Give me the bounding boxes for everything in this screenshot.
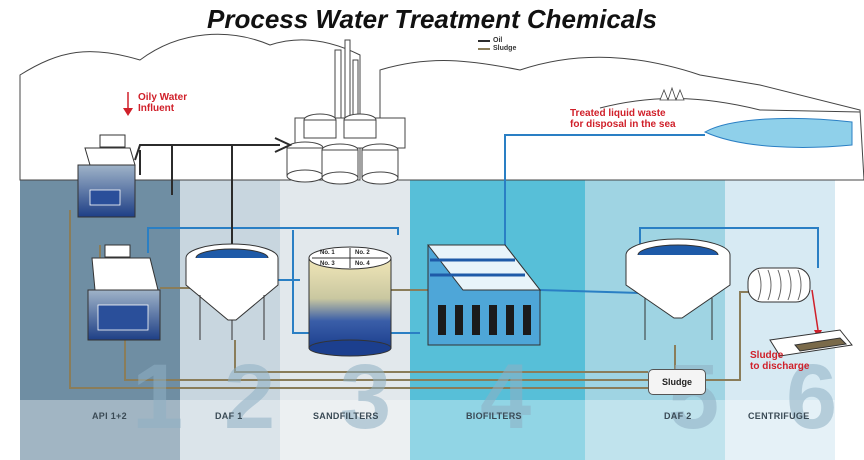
stage-number-4: 4 xyxy=(480,346,531,448)
stage-label-api: API 1+2 xyxy=(92,411,127,421)
sludge-box: Sludge xyxy=(648,369,706,395)
tank-label-4: No. 4 xyxy=(355,261,370,267)
refinery-icon xyxy=(286,39,406,185)
sandfilter-tank xyxy=(308,246,392,357)
api-separator-2 xyxy=(87,244,161,341)
page-title: Process Water Treatment Chemicals xyxy=(207,4,657,34)
influent-line-2: Influent xyxy=(138,103,175,114)
band-daf2 xyxy=(585,180,725,460)
sludge-discharge-line-1: Sludge xyxy=(750,350,784,361)
tank-label-2: No. 2 xyxy=(355,250,370,256)
stage-label-centrifuge: CENTRIFUGE xyxy=(748,411,810,421)
stage-number-2: 2 xyxy=(224,346,275,448)
oil-pipes xyxy=(134,137,293,245)
treated-label: Treated liquid waste for disposal in the… xyxy=(570,108,676,130)
biofilter-unit xyxy=(426,244,542,346)
stage-label-daf1: DAF 1 xyxy=(215,411,243,421)
legend-oil-label: Oil xyxy=(493,37,503,44)
tank-label-1: No. 1 xyxy=(320,250,335,256)
daf1-unit xyxy=(185,243,279,340)
stage-number-3: 3 xyxy=(340,346,391,448)
influent-line-1: Oily Water xyxy=(138,92,188,103)
centrifuge-unit xyxy=(747,267,822,338)
daf2-unit xyxy=(625,238,731,340)
api-separator-1 xyxy=(77,134,136,218)
sludge-discharge-label: Sludge to discharge xyxy=(750,350,809,372)
tank-label-3: No. 3 xyxy=(320,261,335,267)
legend-sludge-label: Sludge xyxy=(493,45,517,52)
sludge-container-icon xyxy=(769,329,853,357)
sludge-discharge-line-2: to discharge xyxy=(750,361,810,372)
trees-icon xyxy=(659,86,685,101)
stage-number-1: 1 xyxy=(132,346,183,448)
treated-line-2: for disposal in the sea xyxy=(570,119,676,130)
stage-number-5: 5 xyxy=(668,346,719,448)
stage-label-sandfilters: SANDFILTERS xyxy=(313,411,379,421)
stage-number-6: 6 xyxy=(786,346,837,448)
stage-label-daf2: DAF 2 xyxy=(664,411,692,421)
stage-label-biofilters: BIOFILTERS xyxy=(466,411,522,421)
influent-label: Oily Water Influent xyxy=(138,92,187,114)
influent-arrow-icon xyxy=(123,92,133,116)
landscape xyxy=(19,33,864,181)
treated-line-1: Treated liquid waste xyxy=(570,108,666,119)
legend-swatches xyxy=(478,40,490,50)
